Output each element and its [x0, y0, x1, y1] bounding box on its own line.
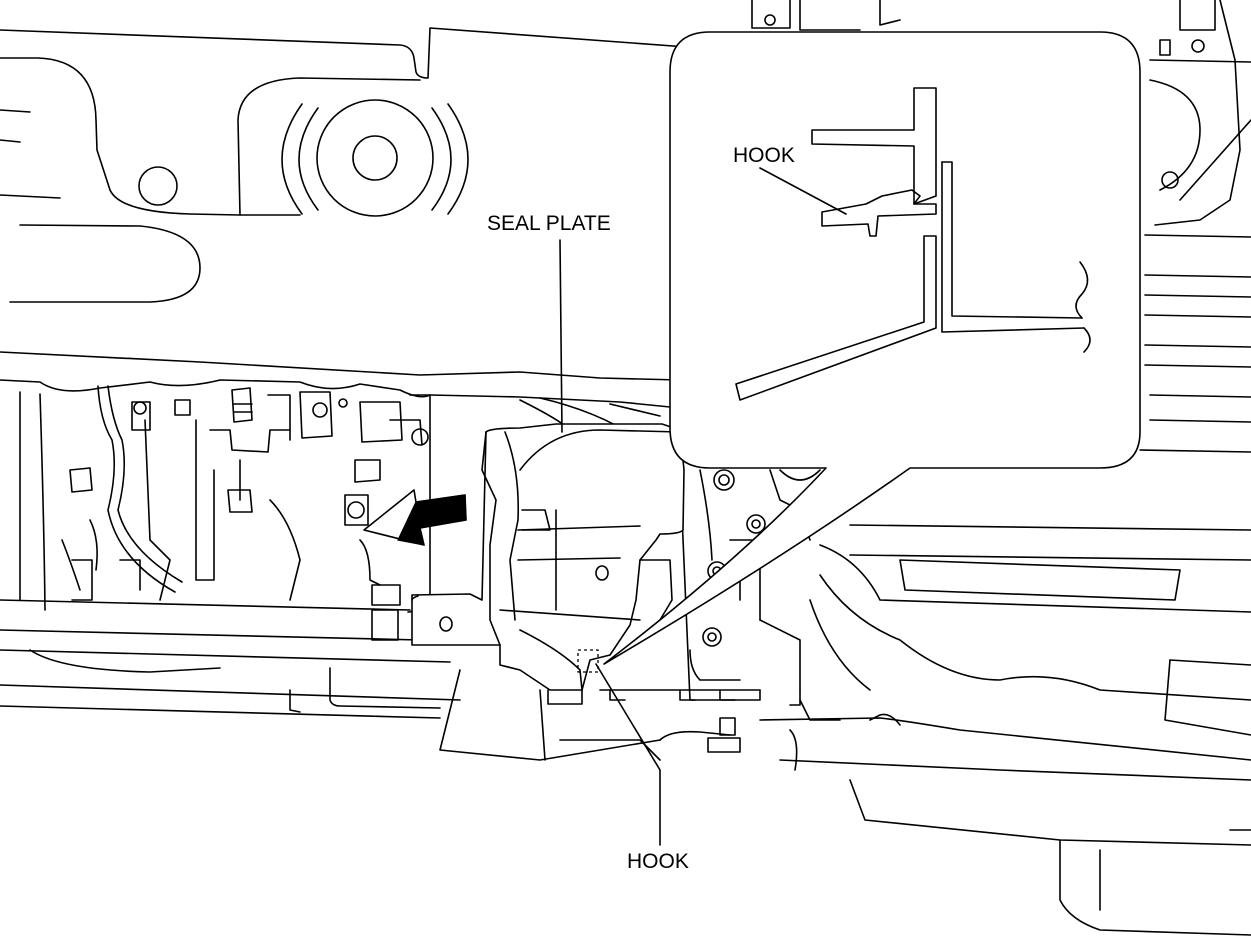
hook-detail-label: HOOK	[733, 144, 795, 167]
seal-plate-leader-line	[559, 239, 563, 433]
hook-bottom-label: HOOK	[627, 850, 689, 873]
seal-plate-label: SEAL PLATE	[487, 212, 611, 235]
hook-detail-leader-line	[759, 167, 847, 215]
hook-leader-line	[595, 663, 661, 846]
hook-detail-callout	[603, 31, 1141, 665]
right-floor-panels	[759, 524, 1251, 936]
upper-right-structure	[751, 0, 1251, 453]
removal-direction-arrow-icon	[363, 489, 467, 546]
lower-frame	[0, 599, 741, 761]
seal-plate	[411, 423, 685, 705]
upper-frame	[0, 27, 701, 303]
